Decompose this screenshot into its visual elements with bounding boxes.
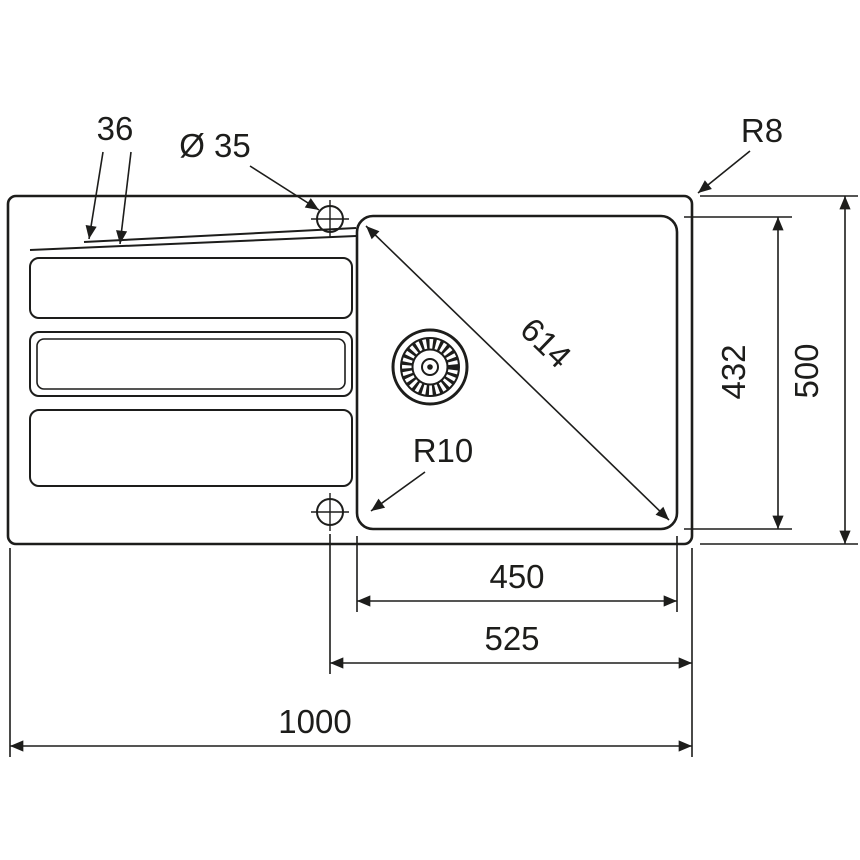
drainer-slat-3 xyxy=(29,409,353,487)
edge-offset-label: 36 xyxy=(97,110,134,147)
bowl-corner-radius-label: R10 xyxy=(413,432,474,469)
sink-bowl xyxy=(355,214,679,531)
bowl-corner-radius-leader xyxy=(370,471,426,512)
edge-offset-leader-2 xyxy=(116,151,132,245)
drainer-slat-2 xyxy=(29,331,353,397)
dim-overall-depth: 500 xyxy=(700,195,858,545)
drain-center-dot xyxy=(427,364,433,370)
dim-bowl-width: 450 xyxy=(356,536,678,612)
overall-1000-label: 1000 xyxy=(278,703,351,740)
drainer-slat-1 xyxy=(29,257,353,319)
drainer-rim-upper-line xyxy=(83,227,357,243)
dim-tap-hole-diameter: Ø 35 xyxy=(179,127,320,211)
sink-outer-rect xyxy=(6,194,694,546)
dim-overall-width: 1000 xyxy=(9,548,692,757)
tap-hole-diameter-leader xyxy=(249,165,320,211)
diagonal-dim-line xyxy=(365,225,670,521)
outer-corner-radius-leader xyxy=(697,150,751,194)
dim-edge-offset: 36 xyxy=(85,110,134,245)
drain-strainer xyxy=(391,328,469,406)
dim-tap-to-edge: 525 xyxy=(329,534,693,757)
tap-hole-bottom xyxy=(311,493,349,531)
outer-corner-radius-label: R8 xyxy=(741,112,783,149)
bowl-450-label: 450 xyxy=(489,558,544,595)
drainer-rim-lower-line xyxy=(29,235,357,251)
sink-outline xyxy=(6,194,694,546)
dim-bowl-corner-radius: R10 xyxy=(370,432,474,512)
drainer-slat-2-inner xyxy=(36,338,346,390)
diagonal-dim-label: 614 xyxy=(513,310,578,375)
tap-hole-diameter-label: Ø 35 xyxy=(179,127,251,164)
bowl-432-label: 432 xyxy=(715,344,752,399)
offset-525-label: 525 xyxy=(484,620,539,657)
dim-bowl-front-to-back: 432 xyxy=(684,216,792,530)
overall-500-label: 500 xyxy=(788,343,825,398)
edge-offset-leader-1 xyxy=(85,151,104,240)
drainer-board xyxy=(29,227,357,487)
bowl-rect xyxy=(355,214,679,531)
dim-outer-corner-radius: R8 xyxy=(697,112,783,194)
tap-hole-top xyxy=(311,200,349,238)
